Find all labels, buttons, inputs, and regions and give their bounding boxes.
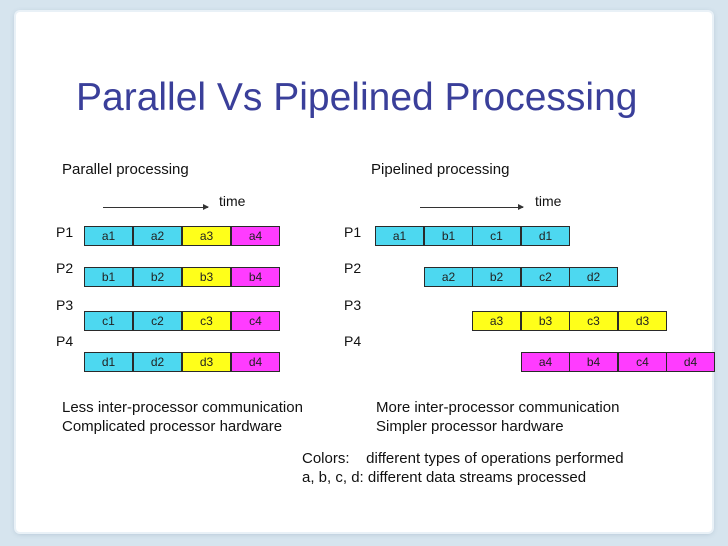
parallel-cell-c3: c3 xyxy=(182,311,231,331)
pipelined-cell-d1: d1 xyxy=(521,226,570,246)
pipelined-cell-d4: d4 xyxy=(666,352,715,372)
parallel-cell-c2: c2 xyxy=(133,311,182,331)
parallel-cell-a3: a3 xyxy=(182,226,231,246)
parallel-time-label: time xyxy=(219,193,246,209)
pipelined-cell-a4: a4 xyxy=(521,352,570,372)
pipelined-cell-a2: a2 xyxy=(424,267,473,287)
pipelined-cell-a3: a3 xyxy=(472,311,521,331)
pipelined-note-2: Simpler processor hardware xyxy=(376,418,564,435)
pipelined-heading: Pipelined processing xyxy=(371,161,510,178)
pipelined-cell-c3: c3 xyxy=(569,311,618,331)
parallel-cell-a2: a2 xyxy=(133,226,182,246)
parallel-cell-a1: a1 xyxy=(84,226,133,246)
pipelined-time-arrow xyxy=(420,204,524,210)
pipelined-cell-c4: c4 xyxy=(618,352,667,372)
pipelined-cell-c2: c2 xyxy=(521,267,570,287)
parallel-note-2: Complicated processor hardware xyxy=(62,418,283,435)
parallel-cell-c4: c4 xyxy=(231,311,280,331)
parallel-cell-a4: a4 xyxy=(231,226,280,246)
parallel-cell-c1: c1 xyxy=(84,311,133,331)
pipelined-label-p4: P4 xyxy=(344,333,362,349)
pipelined-cell-d2: d2 xyxy=(569,267,618,287)
legend-colors: Colors: different types of operations pe… xyxy=(302,450,624,467)
parallel-cell-d2: d2 xyxy=(133,352,182,372)
parallel-label-p3: P3 xyxy=(56,297,74,313)
parallel-note-1: Less inter-processor communication xyxy=(62,399,303,416)
slide-title: Parallel Vs Pipelined Processing xyxy=(76,76,638,119)
pipelined-cell-d3: d3 xyxy=(618,311,667,331)
pipelined-note-1: More inter-processor communication xyxy=(376,399,620,416)
pipelined-cell-c1: c1 xyxy=(472,226,521,246)
parallel-cell-b2: b2 xyxy=(133,267,182,287)
pipelined-label-p2: P2 xyxy=(344,260,362,276)
parallel-heading: Parallel processing xyxy=(62,161,189,178)
parallel-time-arrow xyxy=(103,204,209,210)
parallel-cell-d3: d3 xyxy=(182,352,231,372)
parallel-cell-d4: d4 xyxy=(231,352,280,372)
parallel-cell-b3: b3 xyxy=(182,267,231,287)
pipelined-cell-b2: b2 xyxy=(472,267,521,287)
parallel-cell-b1: b1 xyxy=(84,267,133,287)
pipelined-cell-a1: a1 xyxy=(375,226,424,246)
pipelined-cell-b4: b4 xyxy=(569,352,618,372)
pipelined-time-label: time xyxy=(535,193,562,209)
legend-streams: a, b, c, d: different data streams proce… xyxy=(302,469,587,486)
parallel-label-p2: P2 xyxy=(56,260,74,276)
pipelined-cell-b1: b1 xyxy=(424,226,473,246)
parallel-cell-d1: d1 xyxy=(84,352,133,372)
pipelined-label-p1: P1 xyxy=(344,224,362,240)
pipelined-cell-b3: b3 xyxy=(521,311,570,331)
parallel-label-p1: P1 xyxy=(56,224,74,240)
pipelined-label-p3: P3 xyxy=(344,297,362,313)
parallel-label-p4: P4 xyxy=(56,333,74,349)
parallel-cell-b4: b4 xyxy=(231,267,280,287)
